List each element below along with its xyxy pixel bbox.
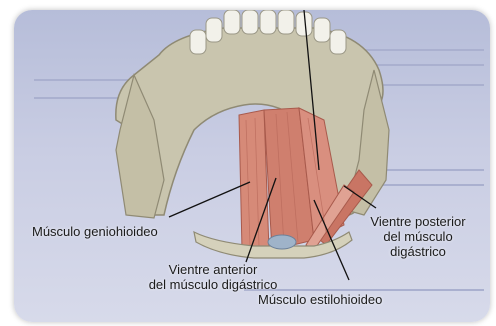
- label-posterior-digastric: Vientre posterior del músculo digástrico: [356, 214, 480, 259]
- label-anterior-line2: del músculo digástrico: [138, 277, 288, 292]
- label-stylohyoid: Músculo estilohioideo: [258, 292, 382, 307]
- label-posterior-line1: Vientre posterior: [356, 214, 480, 229]
- hyoid-tubercle: [268, 235, 296, 249]
- label-posterior-line3: digástrico: [356, 244, 480, 259]
- label-geniohyoid: Músculo geniohioideo: [32, 224, 158, 239]
- geniohyoid-muscle: [239, 110, 269, 250]
- label-posterior-line2: del músculo: [356, 229, 480, 244]
- label-anterior-line1: Vientre anterior: [138, 262, 288, 277]
- label-anterior-digastric: Vientre anterior del músculo digástrico: [138, 262, 288, 292]
